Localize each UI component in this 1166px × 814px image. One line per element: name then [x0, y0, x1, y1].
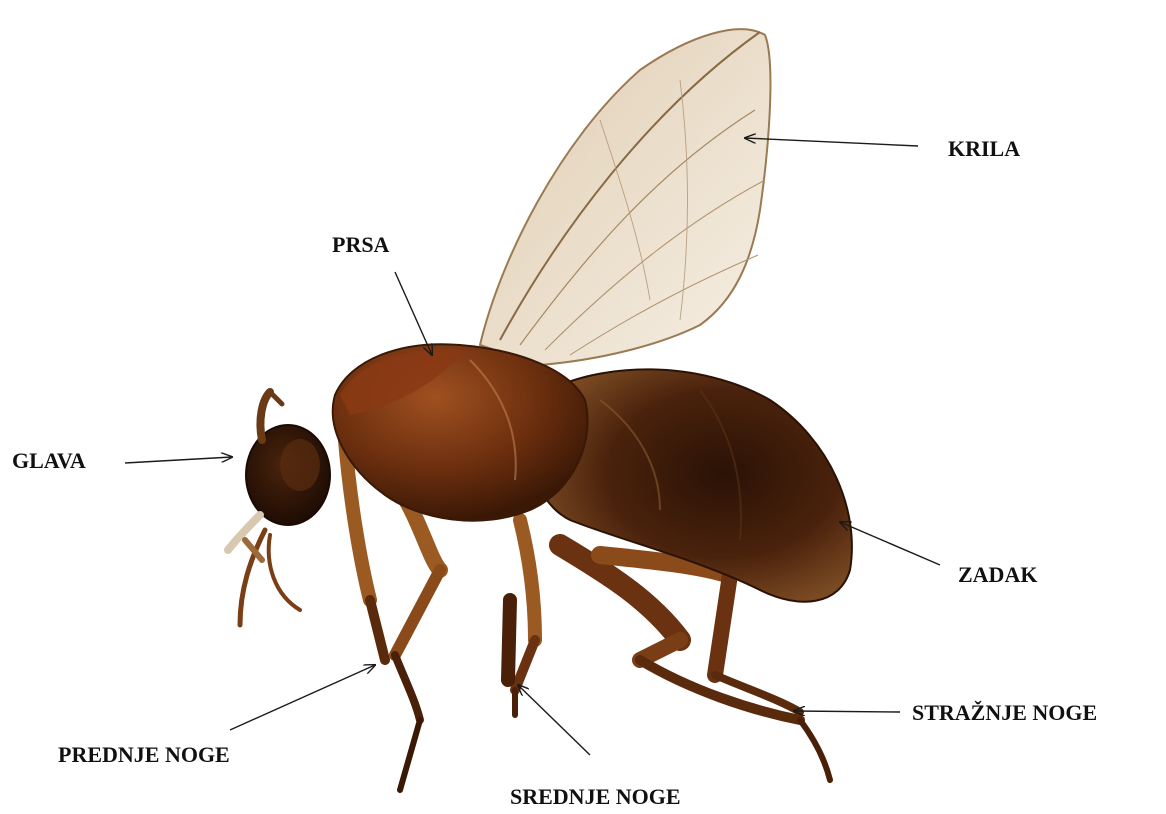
label-prsa: PRSA [332, 234, 389, 256]
arrow-prsa [395, 272, 432, 355]
label-straznje-noge: STRAŽNJE NOGE [912, 702, 1097, 724]
arrow-glava [125, 457, 232, 463]
arrow-srednje-noge [518, 685, 590, 755]
label-srednje-noge: SREDNJE NOGE [510, 786, 681, 808]
label-prednje-noge: PREDNJE NOGE [58, 744, 230, 766]
thorax [333, 344, 588, 520]
label-zadak: ZADAK [958, 564, 1037, 586]
arrow-zadak [840, 522, 940, 565]
arrow-prednje-noge [230, 665, 375, 730]
middle-legs [508, 520, 535, 715]
arrow-straznje-noge [794, 711, 900, 712]
head [228, 392, 330, 625]
arrow-krila [745, 138, 918, 146]
label-glava: GLAVA [12, 450, 86, 472]
label-krila: KRILA [948, 138, 1020, 160]
